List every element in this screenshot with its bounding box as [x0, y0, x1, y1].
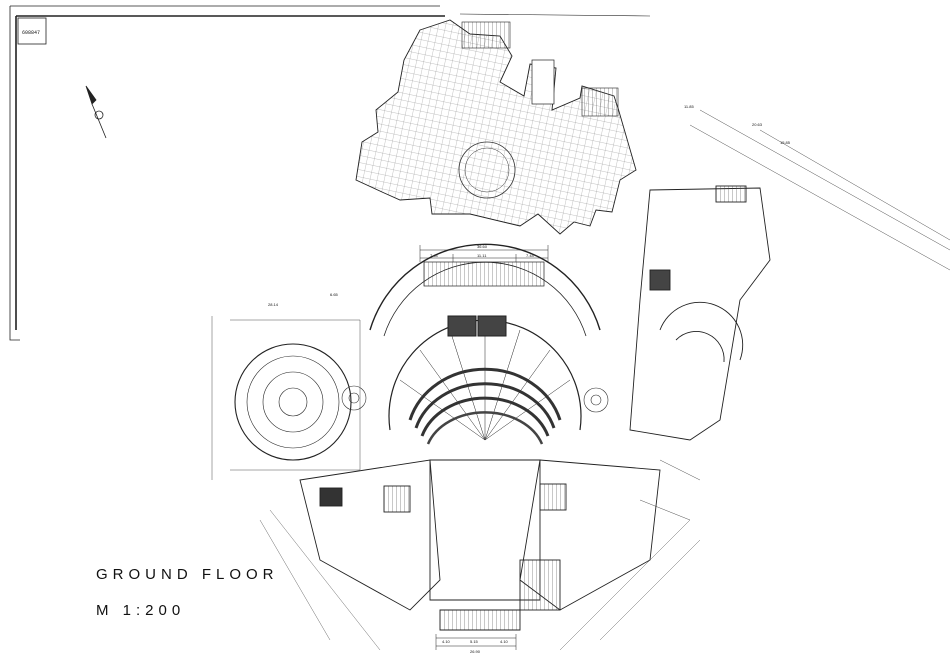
auditorium: [369, 243, 601, 445]
top-dimension: [419, 245, 549, 262]
lower-wings: [299, 459, 661, 631]
top-dim-segment: 7.44: [526, 253, 535, 258]
bottom-dim-overall: 26.90: [470, 649, 481, 654]
sheet-code: 608847: [22, 30, 40, 36]
top-dim-segment: 11.11: [477, 253, 487, 258]
bottom-dim-segment: 4.10: [500, 639, 509, 644]
dimension-fans: [259, 509, 701, 651]
drawing-scale: M 1:200: [96, 602, 186, 619]
bottom-dimension: [435, 634, 517, 650]
bottom-dim-segment: 4.10: [442, 639, 451, 644]
left-dim: 28.14: [268, 302, 279, 307]
top-dim-overall: 36.60: [477, 244, 488, 249]
plaza-hatched-area: [355, 19, 637, 235]
north-arrow-icon: [85, 85, 107, 139]
north-entrance-stairs: [423, 261, 545, 287]
left-rotunda-wing: [211, 316, 361, 480]
drawing-title: GROUND FLOOR: [96, 566, 279, 583]
right-dim: 15.85: [780, 140, 791, 145]
left-dim: 6.65: [330, 292, 339, 297]
bottom-dim-segment: 5.15: [470, 639, 479, 644]
right-dim: 11.85: [684, 104, 694, 109]
right-wing: [629, 109, 950, 521]
rosette-planters: [341, 385, 609, 413]
sheet-frame: [9, 5, 651, 341]
right-dim: 20.63: [752, 122, 763, 127]
